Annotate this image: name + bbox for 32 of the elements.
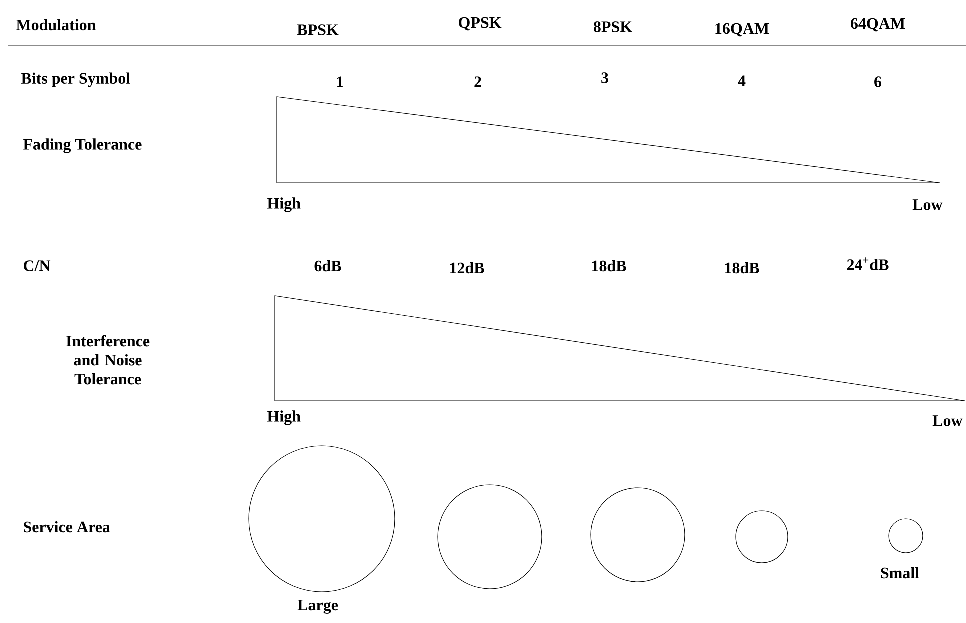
column-heading: QPSK <box>459 17 502 31</box>
circle <box>248 446 396 592</box>
value-label: 2 <box>474 76 482 88</box>
scale-label: Low <box>912 200 943 210</box>
circle <box>736 510 788 564</box>
circle <box>590 488 686 582</box>
row-heading: Fading Tolerance <box>23 138 142 154</box>
value-label: 18dB <box>726 262 760 274</box>
value-label: 1 <box>337 76 344 88</box>
column-heading: 16QAM <box>716 23 770 37</box>
row-heading: Modulation <box>16 19 96 31</box>
value-label: 3 <box>602 72 608 84</box>
row-heading: C/N <box>24 260 51 272</box>
scale-label: High <box>267 410 301 426</box>
value-label: 24$^{+}$dB <box>847 258 889 270</box>
value-label: 4 <box>738 76 746 86</box>
value-label: 12dB <box>450 262 484 274</box>
column-heading: BPSK <box>297 24 339 36</box>
row-heading: Interference and Noise Tolerance <box>66 335 150 385</box>
column-heading: 64QAM <box>851 18 906 32</box>
size-label: Large <box>298 600 338 614</box>
row-heading: Service Area <box>24 521 110 533</box>
value-label: 18dB <box>592 260 626 272</box>
scale-label: Low <box>932 416 963 426</box>
circle <box>888 518 924 554</box>
circle <box>438 484 542 590</box>
scale-label: High <box>267 198 301 212</box>
value-label: 6dB <box>314 260 342 272</box>
size-label: Small <box>881 567 920 579</box>
column-heading: 8PSK <box>594 22 632 32</box>
value-label: 6 <box>874 76 882 88</box>
row-heading: Bits per Symbol <box>21 72 130 88</box>
